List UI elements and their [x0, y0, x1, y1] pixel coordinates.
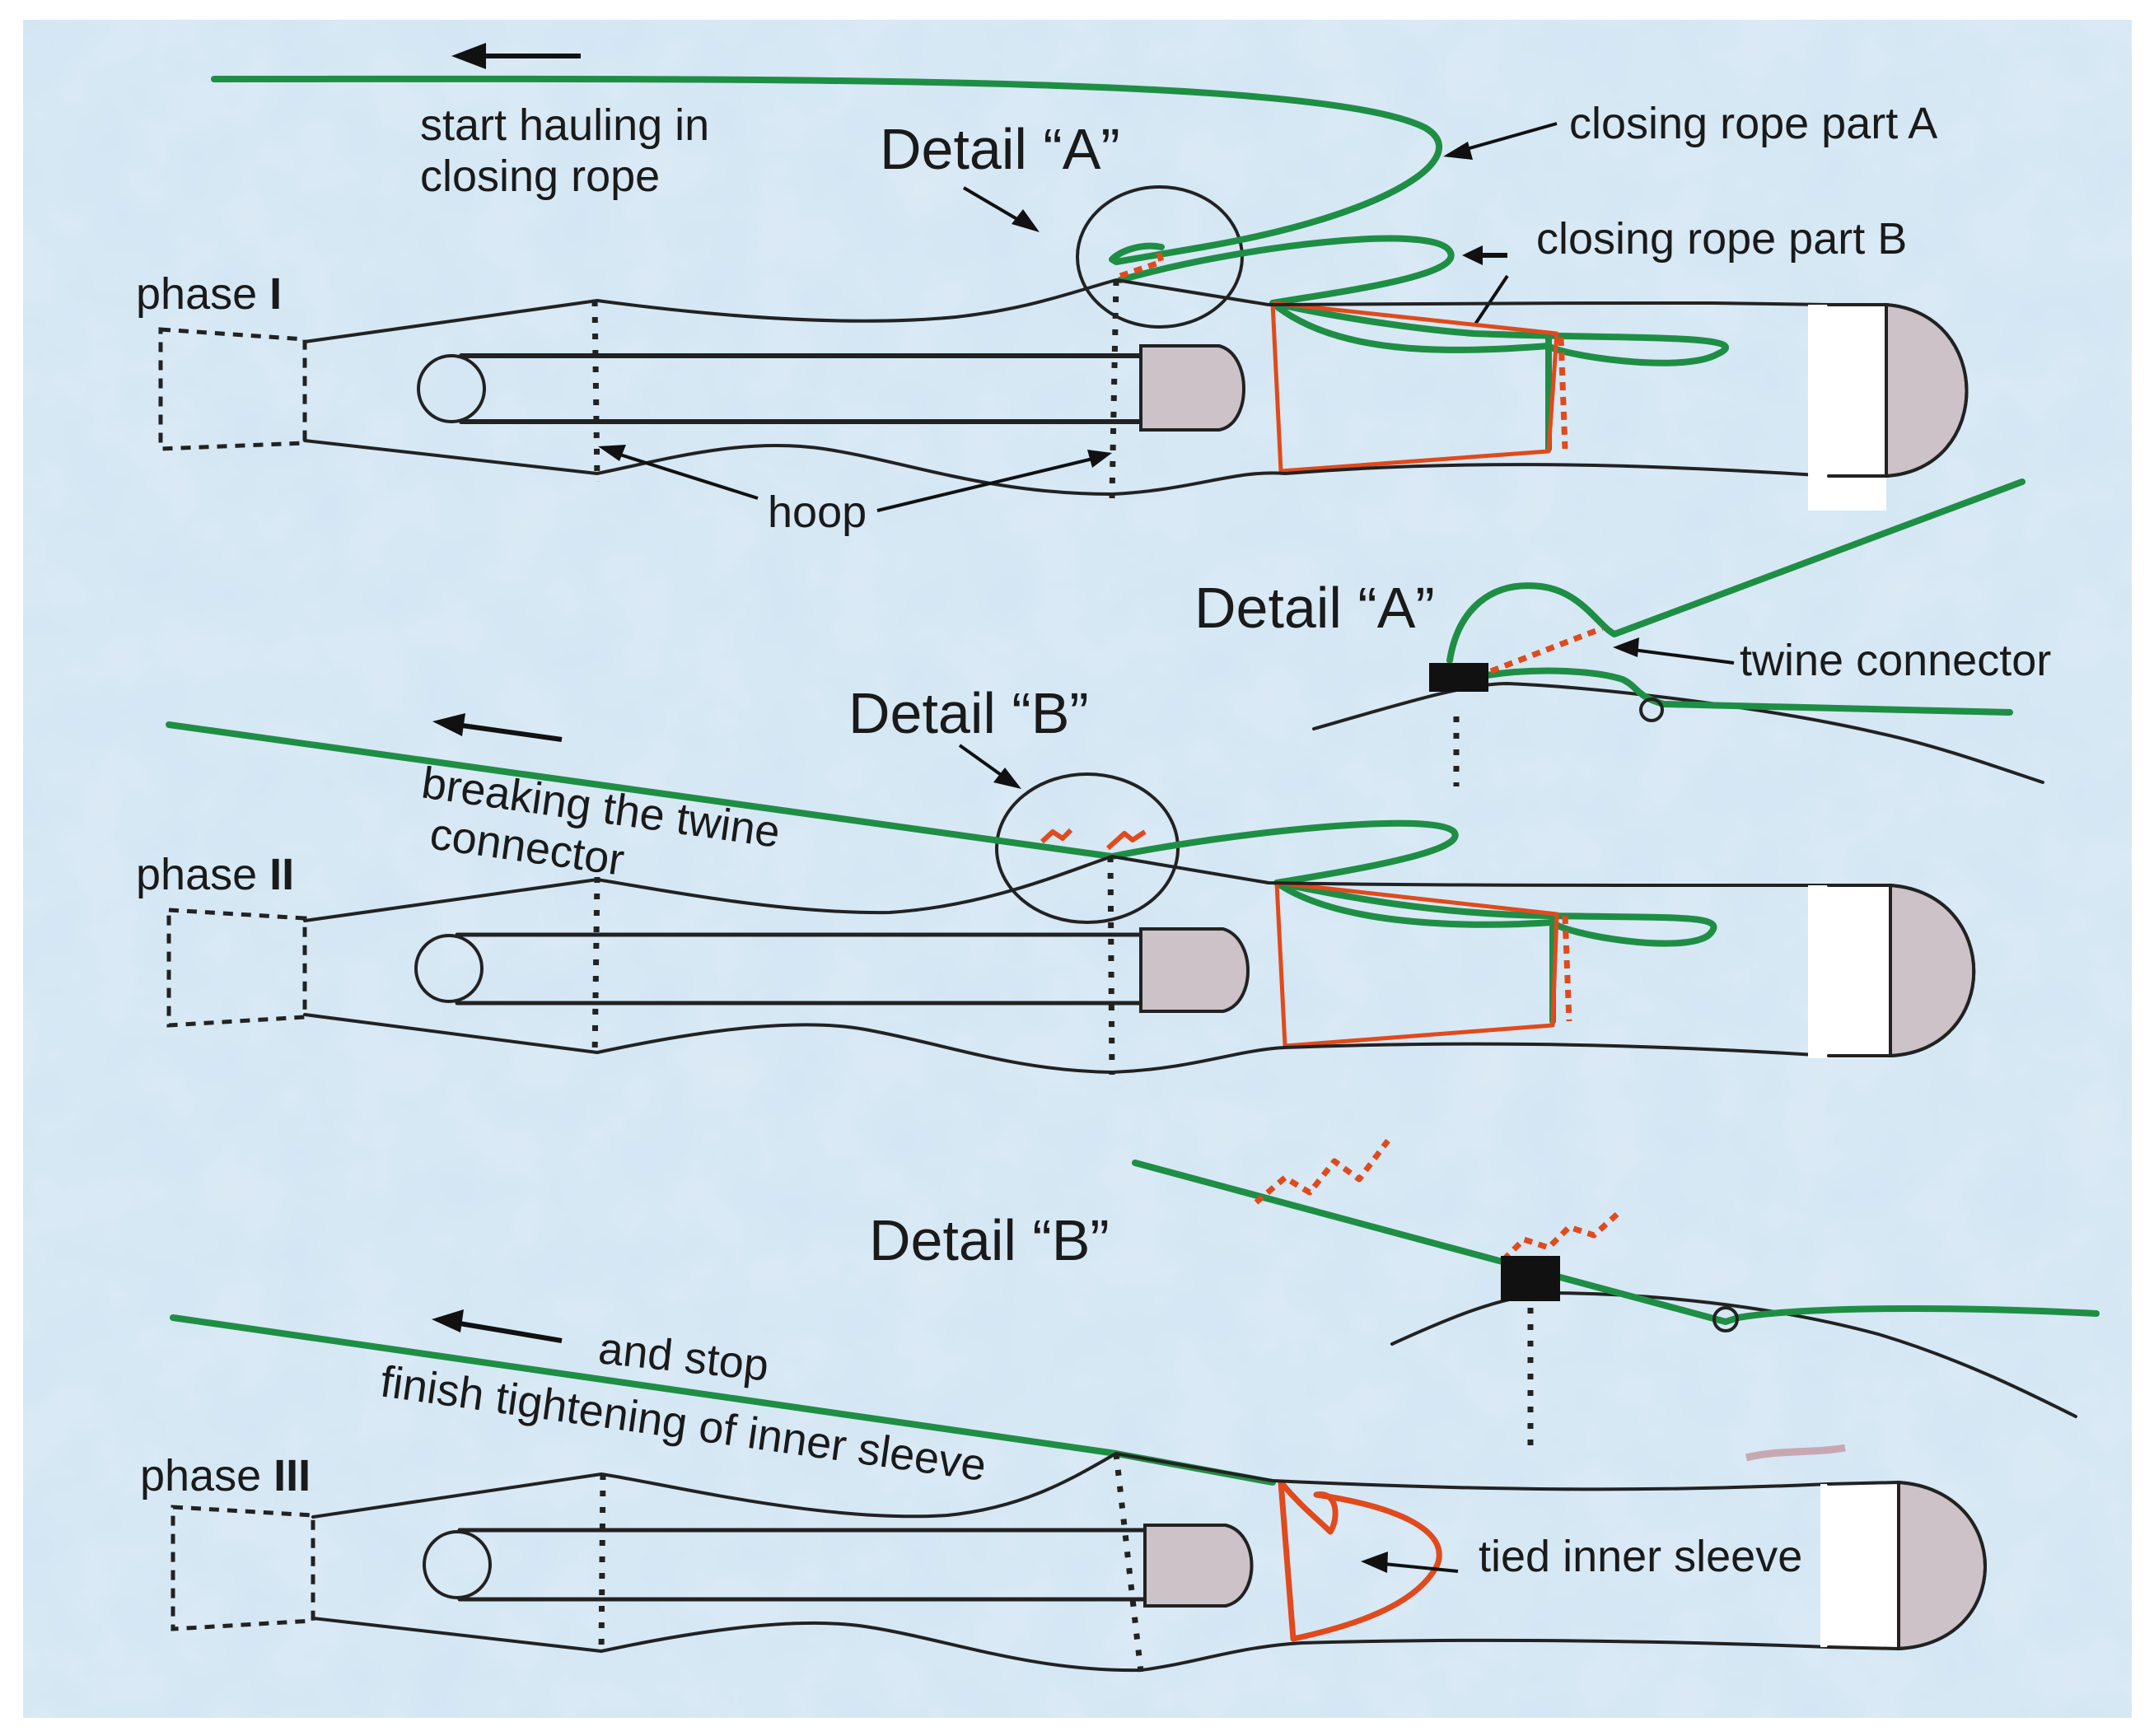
hoop-dotted-left-2 — [591, 876, 600, 1059]
start-hauling-label-line2: closing rope — [420, 152, 660, 201]
grey-catch-1 — [1139, 344, 1245, 432]
closing-rope-phase-2 — [166, 721, 1115, 860]
inset-a-net-line — [1312, 682, 2044, 784]
hoop-circle-1 — [417, 354, 486, 423]
inset-b-green-rope — [1132, 1160, 2100, 1325]
closing-rope-part-a — [211, 75, 1443, 265]
detail-a-label-inset: Detail “A” — [1194, 576, 1435, 640]
detail-b-pointer-head — [993, 768, 1021, 789]
twine-connector-label: twine connector — [1740, 636, 2051, 685]
detail-a-inset: Detail “A” twine connector — [1194, 478, 2051, 786]
detail-b-label-inset: Detail “B” — [869, 1208, 1110, 1272]
twine-connector-pointer — [1626, 647, 1735, 665]
inner-sleeve-red-1 — [1270, 301, 1559, 474]
hoop-dotted-right-3 — [1113, 1453, 1144, 1673]
tied-inner-sleeve-label: tied inner sleeve — [1479, 1532, 1802, 1581]
inset-a-black-block — [1429, 663, 1488, 692]
phase-1-label: phase I — [136, 269, 282, 319]
closing-rope-b-pointer — [1473, 274, 1509, 327]
hauling-arrow-2 — [444, 721, 563, 742]
inset-b-smudge — [1745, 1444, 1846, 1462]
codend-edge-2 — [1827, 884, 1976, 1057]
extension-dashed-1 — [158, 327, 307, 451]
tied-sleeve-pointer-head — [1361, 1552, 1388, 1573]
tied-inner-sleeve — [1278, 1480, 1442, 1642]
start-hauling-label-line1: start hauling in — [420, 100, 709, 150]
phase-1-group: start hauling in closing rope Detail “A”… — [136, 43, 1969, 537]
hoop-pointer-right — [876, 455, 1100, 512]
hoop-pointer-right-head — [1087, 450, 1112, 468]
detail-a-label-top: Detail “A” — [880, 117, 1120, 181]
tied-sleeve-pointer — [1375, 1561, 1459, 1573]
grey-catch-3 — [1143, 1524, 1254, 1608]
hauling-arrowhead-1 — [451, 43, 486, 69]
detail-b-circle — [995, 772, 1180, 924]
hauling-arrow-3 — [444, 1318, 563, 1343]
detail-a-circle — [1076, 185, 1244, 329]
hauling-arrowhead-3 — [432, 1309, 464, 1332]
hoop-dotted-left-3 — [598, 1473, 606, 1656]
detail-b-label-top: Detail “B” — [848, 681, 1089, 745]
hoop-label: hoop — [768, 488, 867, 537]
broken-twine-2b — [1105, 829, 1147, 851]
closing-rope-a-pointer-head — [1443, 142, 1473, 160]
hoop-circle-2 — [414, 934, 484, 1003]
inset-a-twine-red — [1489, 625, 1604, 674]
net-outline-top-1 — [303, 278, 1830, 343]
codend-white-2 — [1808, 885, 1890, 1058]
codend-edge-1 — [1827, 303, 1969, 478]
inset-b-net-line — [1390, 1291, 2077, 1418]
hoop-circle-3 — [423, 1530, 492, 1599]
detail-b-inset: Detail “B” — [869, 1138, 2100, 1462]
net-outline-bottom-2 — [303, 1013, 1830, 1074]
phase-2-label: phase II — [136, 850, 294, 899]
net-outline-top-2 — [303, 855, 1830, 922]
grey-catch-2 — [1139, 927, 1250, 1013]
inner-sleeve-red-ties-2 — [1562, 915, 1572, 1022]
codend-white-1 — [1808, 305, 1886, 511]
hoop-pointer-left — [609, 450, 759, 500]
closing-rope-a-pointer — [1457, 122, 1558, 153]
extension-dashed-3 — [171, 1505, 315, 1631]
phase-3-label: phase III — [140, 1451, 311, 1500]
twine-connector-pointer-head — [1613, 637, 1639, 657]
net-outline-bottom-1 — [303, 439, 1830, 496]
hoop-dotted-right-1 — [1109, 279, 1119, 499]
inset-b-ring — [1712, 1306, 1739, 1332]
hoop-pointer-left-head — [598, 445, 626, 461]
inset-b-black-block — [1501, 1256, 1560, 1301]
extension-dashed-2 — [166, 908, 307, 1028]
inset-a-green-top — [1446, 478, 2026, 664]
hauling-arrowhead-2 — [432, 713, 465, 736]
inset-b-broken-twine-1 — [1254, 1138, 1390, 1205]
hoop-dotted-left-1 — [591, 300, 600, 483]
closing-rope-b-label: closing rope part B — [1536, 214, 1907, 264]
closing-rope-a-label: closing rope part A — [1569, 99, 1937, 148]
hoop-dotted-right-2 — [1107, 856, 1115, 1076]
codend-edge-3 — [1827, 1481, 1987, 1650]
broken-twine-2a — [1040, 828, 1073, 844]
inset-a-green-bottom — [1484, 667, 2013, 716]
inner-sleeve-red-ties-1 — [1558, 337, 1568, 450]
closing-rope-b-arrowhead — [1462, 245, 1483, 265]
detail-a-pointer-head — [1012, 209, 1040, 232]
net-outline-top-3 — [311, 1452, 1830, 1519]
inner-sleeve-red-2 — [1274, 880, 1559, 1048]
inset-a-ring — [1639, 698, 1664, 722]
codend-white-3 — [1820, 1484, 1899, 1647]
